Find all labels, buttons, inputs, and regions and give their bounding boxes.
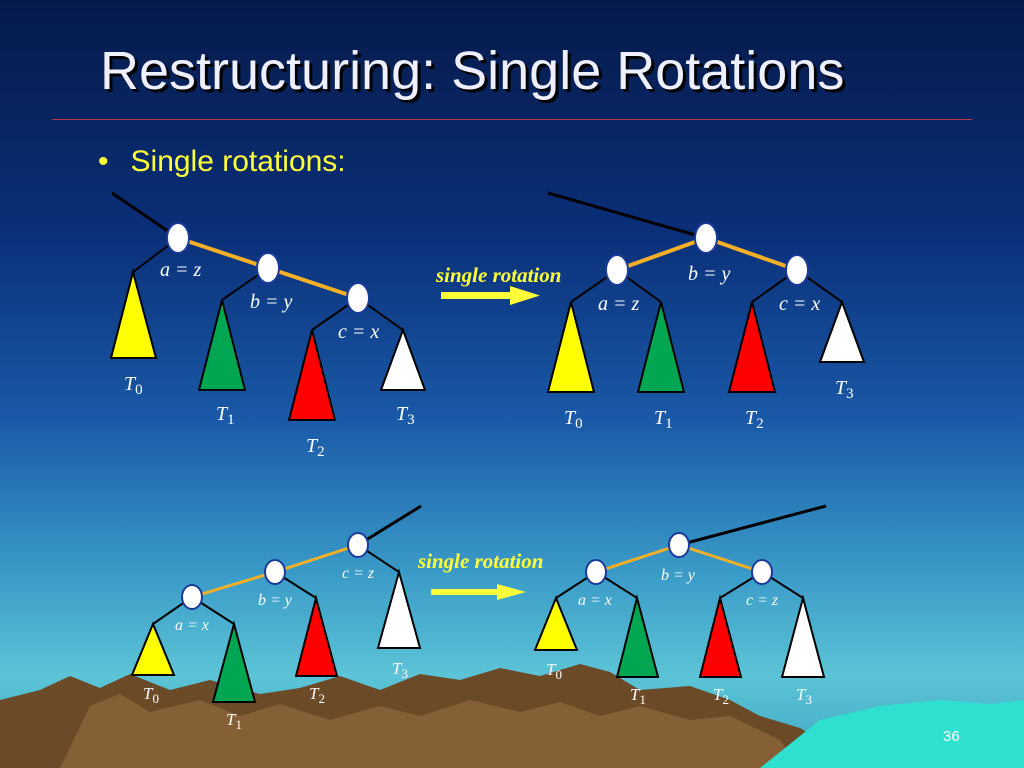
label-t2: T2	[713, 685, 729, 707]
subtree-t2	[727, 301, 777, 393]
subtree-t1	[197, 299, 247, 391]
subtree-t3	[379, 327, 427, 391]
subtree-t3	[376, 568, 422, 649]
label-a: a = z	[160, 259, 201, 281]
subtree-t1	[636, 301, 686, 393]
subtree-t3	[818, 299, 866, 363]
subtree-t1	[615, 594, 660, 678]
bottom-after-tree: b = y a = x c = z T0 T1 T2 T3	[533, 504, 827, 707]
top-after-tree: a = z b = y c = x T0 T1 T2 T3	[546, 191, 866, 432]
label-t2: T2	[309, 684, 325, 706]
bullet-item: • Single rotations:	[98, 145, 346, 179]
bullet-dot-icon: •	[98, 145, 109, 178]
page-number: 36	[943, 728, 960, 745]
edge-b-c	[678, 543, 763, 574]
parent-edge	[547, 191, 707, 240]
edge-b-c	[267, 266, 359, 300]
arrow-head	[497, 584, 526, 600]
label-t1: T1	[654, 407, 673, 432]
edge-b-a	[616, 236, 707, 272]
label-c: c = x	[338, 321, 379, 343]
label-c: c = z	[746, 592, 779, 609]
label-t3: T3	[835, 377, 854, 402]
node-b	[668, 532, 690, 558]
label-t1: T1	[226, 710, 242, 732]
label-t2: T2	[306, 435, 325, 460]
subtree-t0	[109, 268, 158, 359]
label-t0: T0	[564, 407, 583, 432]
node-b	[256, 252, 280, 284]
label-c: c = z	[342, 565, 375, 582]
title-divider	[52, 119, 972, 120]
node-c	[751, 559, 773, 585]
edge-a-b	[177, 236, 269, 270]
label-t0: T0	[143, 684, 159, 706]
arrow-shaft	[441, 292, 510, 299]
node-b	[694, 222, 718, 254]
node-a	[181, 584, 203, 610]
label-b: b = y	[688, 263, 730, 285]
slide-title: Restructuring: Single Rotations	[100, 41, 845, 101]
label-a: a = x	[578, 592, 612, 609]
subtree-t3	[780, 594, 826, 678]
arrow-head	[510, 286, 540, 305]
subtree-t0	[533, 595, 579, 651]
bullet-text: Single rotations:	[130, 145, 346, 178]
top-rotation-arrow: single rotation	[435, 263, 561, 305]
label-b: b = y	[258, 592, 293, 609]
label-a: a = z	[598, 293, 639, 315]
node-a	[605, 254, 629, 286]
label-t3: T3	[796, 685, 812, 707]
edge-b-a	[191, 570, 276, 599]
rotation-label: single rotation	[417, 549, 543, 573]
label-t2: T2	[745, 407, 764, 432]
bottom-rotation-arrow: single rotation	[417, 549, 543, 600]
subtree-t0	[130, 621, 176, 676]
parent-edge	[357, 504, 422, 547]
node-c	[346, 282, 370, 314]
node-a	[585, 559, 607, 585]
parent-edge	[111, 191, 179, 240]
subtree-t2	[698, 594, 743, 678]
arrow-shaft	[431, 589, 497, 595]
subtree-t1	[211, 620, 257, 703]
top-before-tree: a = z b = y c = x T0 T1 T2 T3	[109, 191, 427, 460]
label-t1: T1	[216, 403, 235, 428]
edge-b-c	[705, 236, 798, 272]
label-t0: T0	[124, 373, 143, 398]
subtree-t2	[287, 329, 337, 421]
mountains-background	[0, 664, 1024, 768]
label-t3: T3	[396, 403, 415, 428]
node-a	[166, 222, 190, 254]
label-b: b = y	[250, 291, 292, 313]
edge-c-b	[274, 543, 359, 574]
parent-edge	[678, 504, 827, 547]
label-t1: T1	[630, 685, 646, 707]
node-b	[264, 559, 286, 585]
node-c	[347, 532, 369, 558]
subtree-t2	[294, 594, 339, 677]
subtree-t0	[546, 301, 596, 393]
node-c	[785, 254, 809, 286]
label-c: c = x	[779, 293, 820, 315]
label-b: b = y	[661, 567, 696, 584]
label-a: a = x	[175, 617, 209, 634]
edge-b-a	[595, 543, 680, 574]
label-t0: T0	[546, 660, 562, 682]
rotation-label: single rotation	[435, 263, 561, 287]
bottom-before-tree: c = z b = y a = x T0 T1 T2 T3	[130, 504, 422, 732]
label-t3: T3	[392, 659, 408, 681]
